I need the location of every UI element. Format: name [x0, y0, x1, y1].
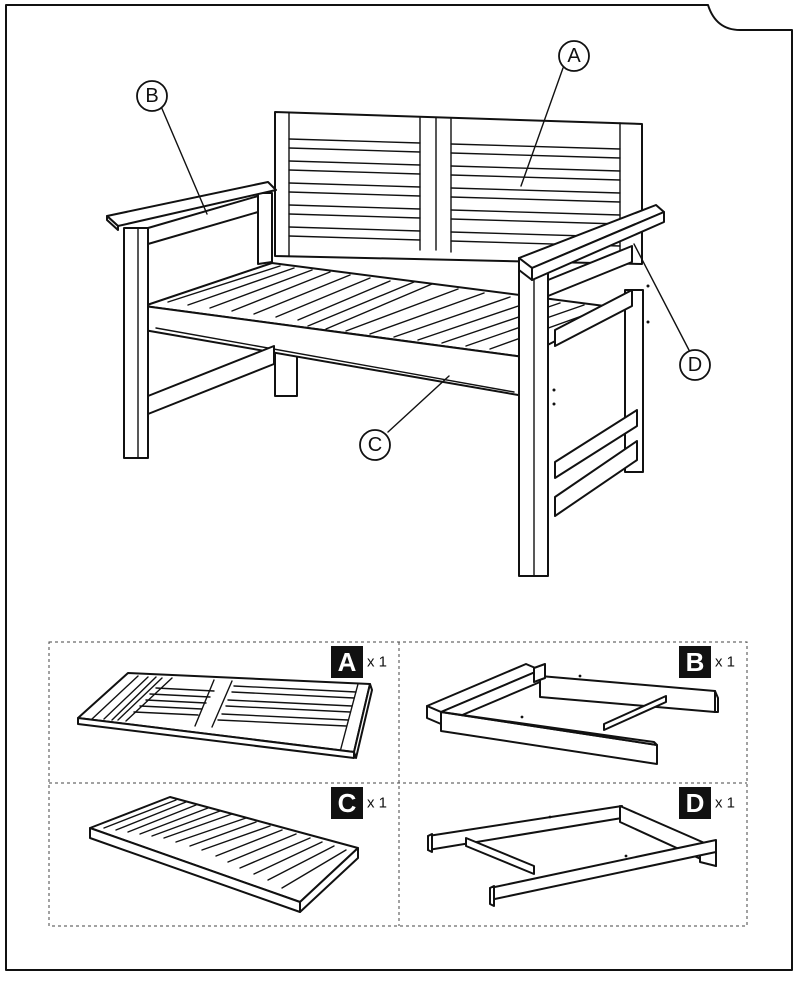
- callout-c-label: C: [368, 434, 382, 456]
- assembled-bench-drawing: [106, 111, 665, 577]
- part-d-letter: D: [686, 788, 705, 818]
- parts-grid: [48, 641, 748, 927]
- part-d-cell: D x 1: [427, 787, 735, 907]
- part-a-letter: A: [338, 647, 357, 677]
- part-d-drawing: [427, 805, 717, 907]
- callout-d: D: [679, 349, 711, 381]
- part-b-drawing: [426, 663, 719, 765]
- part-a-cell: A x 1: [77, 646, 387, 759]
- leader-lines: [159, 67, 691, 433]
- part-a-drawing: [77, 672, 373, 759]
- part-a-quantity: x 1: [367, 654, 387, 671]
- part-c-cell: C x 1: [89, 787, 387, 913]
- callout-d-label: D: [688, 354, 702, 376]
- part-c-letter: C: [338, 788, 357, 818]
- callout-b-label: B: [145, 85, 158, 107]
- part-c-quantity: x 1: [367, 795, 387, 812]
- callout-a: A: [558, 40, 590, 72]
- callout-b: B: [136, 80, 168, 112]
- part-b-quantity: x 1: [715, 654, 735, 671]
- part-d-quantity: x 1: [715, 795, 735, 812]
- callout-c: C: [359, 429, 391, 461]
- part-b-letter: B: [686, 647, 705, 677]
- part-b-badge: [679, 646, 711, 678]
- part-a-badge: [331, 646, 363, 678]
- page-frame: [5, 4, 793, 971]
- part-b-cell: B x 1: [426, 646, 735, 765]
- part-c-badge: [331, 787, 363, 819]
- part-d-badge: [679, 787, 711, 819]
- callout-a-label: A: [567, 45, 581, 67]
- part-c-drawing: [89, 796, 359, 913]
